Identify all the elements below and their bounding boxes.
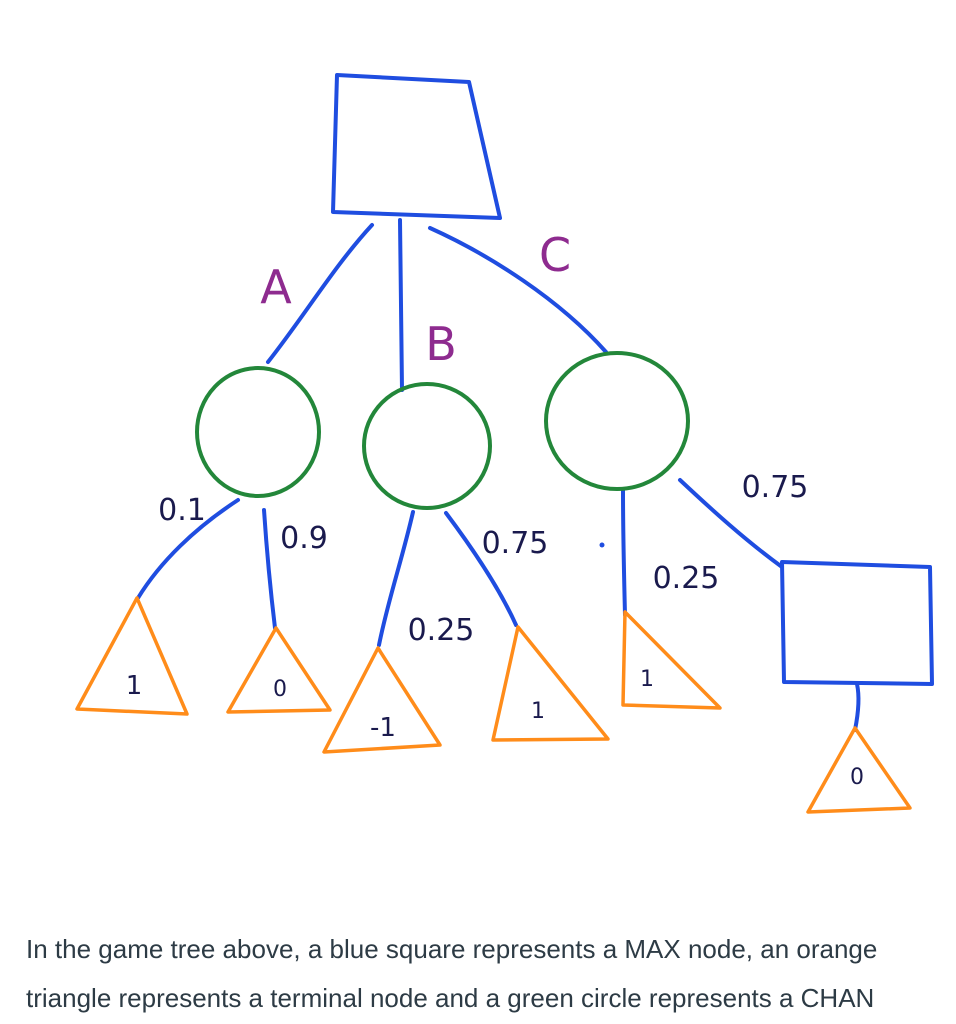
terminal-value-5: 1 xyxy=(640,667,654,692)
terminal-node-3 xyxy=(322,646,442,754)
prob-label-a-right: 0.9 xyxy=(280,521,328,556)
child-max-node xyxy=(780,560,934,686)
stray-pen-dot xyxy=(599,542,605,548)
diagram-caption: In the game tree above, a blue square re… xyxy=(26,925,956,1023)
edge-max-child-to-terminal-6 xyxy=(853,682,861,732)
edge-chance-c-to-max-child xyxy=(678,478,784,569)
chance-node-a xyxy=(195,366,321,498)
caption-line-1: In the game tree above, a blue square re… xyxy=(26,934,878,964)
terminal-value-6: 0 xyxy=(850,765,864,790)
edge-chance-a-to-terminal-2 xyxy=(262,508,277,630)
edge-chance-c-to-terminal-5 xyxy=(621,488,627,617)
terminal-node-2 xyxy=(226,626,332,714)
terminal-value-3: -1 xyxy=(370,713,396,743)
terminal-value-4: 1 xyxy=(531,699,545,724)
chance-node-c xyxy=(544,351,690,491)
game-tree-diagram: A B C 0.1 0.9 0.75 0.25 0.25 0.75 1 0 -1… xyxy=(75,73,934,814)
edge-root-to-chance-b xyxy=(398,218,404,392)
edge-chance-a-to-terminal-1 xyxy=(136,498,240,600)
root-max-node xyxy=(331,73,502,220)
prob-label-b-left: 0.25 xyxy=(408,613,475,648)
action-label-a: A xyxy=(260,260,292,314)
terminal-value-2: 0 xyxy=(273,677,287,702)
edge-chance-b-to-terminal-4 xyxy=(444,511,518,627)
caption-line-2: triangle represents a terminal node and … xyxy=(26,983,875,1013)
chance-node-b xyxy=(362,382,492,510)
prob-label-c-left: 0.25 xyxy=(653,561,720,596)
terminal-value-1: 1 xyxy=(126,671,143,701)
edge-root-to-chance-c xyxy=(428,226,608,354)
action-label-c: C xyxy=(539,228,571,282)
prob-label-b-right: 0.75 xyxy=(482,526,549,561)
terminal-node-5 xyxy=(621,610,722,710)
prob-label-a-left: 0.1 xyxy=(158,493,206,528)
action-label-b: B xyxy=(425,317,457,371)
terminal-node-4 xyxy=(491,625,610,742)
terminal-node-1 xyxy=(75,596,189,716)
prob-label-c-right: 0.75 xyxy=(742,470,809,505)
terminal-node-6 xyxy=(806,726,912,814)
edge-root-to-chance-a xyxy=(266,223,374,364)
edge-chance-b-to-terminal-3 xyxy=(377,510,415,647)
